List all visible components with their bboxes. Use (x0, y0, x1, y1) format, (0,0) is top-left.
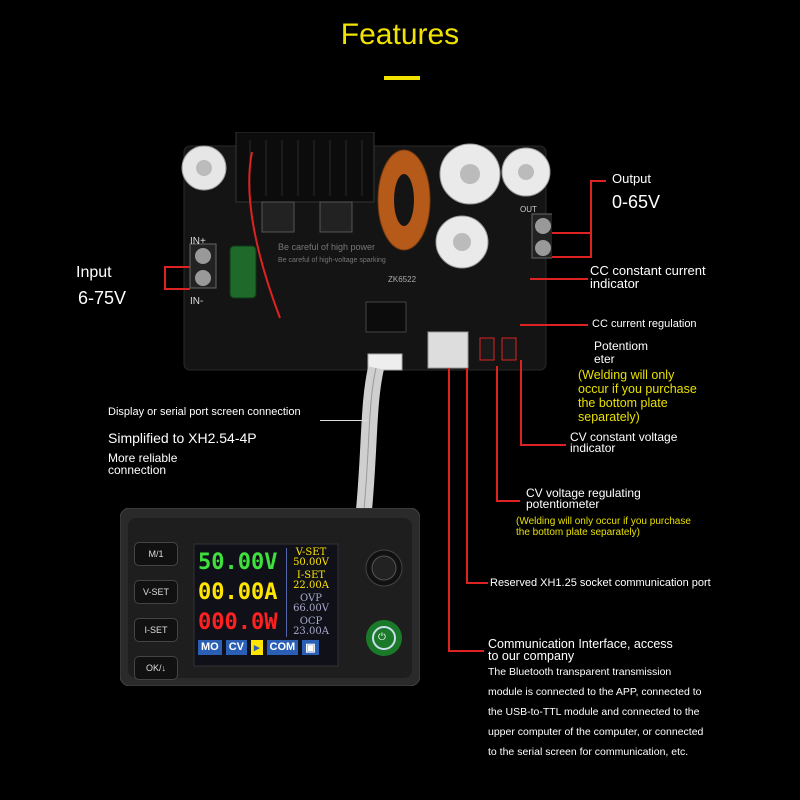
potentiometer-line2: eter (594, 352, 615, 366)
lead-output-vert (590, 180, 592, 258)
reliable-line2: connection (108, 463, 167, 477)
cv-pot-line1: CV voltage regulating (526, 486, 641, 500)
title-underline (384, 76, 420, 80)
cv-indicator-line2: indicator (570, 441, 616, 455)
desc-line2: module is connected to the APP, connecte… (488, 686, 702, 698)
iset-label: I-SET (296, 570, 326, 581)
cc-indicator-label: CC constant current indicator (590, 264, 706, 290)
comm-line2: to our company (488, 649, 575, 663)
reserved-label: Reserved XH1.25 socket communication por… (490, 577, 711, 589)
in-plus-label: IN+ (190, 236, 206, 247)
board-warning-2: Be careful of high-voltage sparking (278, 257, 386, 264)
desc-line5: to the serial screen for communication, … (488, 746, 689, 758)
lead-reserved-v (466, 368, 468, 582)
lead-output-h (590, 180, 606, 182)
board-warning-1: Be careful of high power (278, 242, 375, 252)
lead-comm-h (448, 650, 484, 652)
iset-value: 22.00A (293, 580, 329, 591)
lead-display-conn (320, 420, 368, 421)
potentiometer-label: Potentiom eter (594, 340, 648, 366)
lead-comm-v (448, 368, 450, 650)
ovp-label: OVP (300, 593, 322, 604)
voltage-reading: 50.00V (198, 550, 278, 575)
desc-line1: The Bluetooth transparent transmission (488, 666, 672, 678)
display-conn-label: Display or serial port screen connection (108, 406, 301, 418)
lead-output-bottom (552, 256, 592, 258)
cv-indicator-line1: CV constant voltage (570, 430, 678, 444)
potentiometer-line1: Potentiom (594, 339, 649, 353)
comm-description: The Bluetooth transparent transmission m… (488, 662, 788, 762)
welding-note: (Welding will only occur if you purchase… (578, 368, 697, 424)
welding-note-line3: the bottom plate (578, 396, 668, 410)
welding-note-b: (Welding will only occur if you purchase… (516, 516, 691, 538)
input-label: Input (76, 264, 112, 281)
cc-indicator-line1: CC constant current (590, 263, 706, 278)
lead-cv-indicator-v (520, 360, 522, 444)
lead-input-vert (164, 266, 166, 290)
input-range: 6-75V (78, 288, 127, 308)
ok-button[interactable]: OK/↓ (134, 656, 178, 680)
desc-line4: upper computer of the computer, or conne… (488, 726, 704, 738)
cc-regulation-label: CC current regulation (592, 318, 697, 330)
desc-line3: the USB-to-TTL module and connected to t… (488, 706, 700, 718)
status-mo: MO (198, 640, 222, 655)
lead-cv-pot-v (496, 366, 498, 500)
simplified-label: Simplified to XH2.54-4P (108, 430, 257, 446)
welding-note-b-line2: the bottom plate separately) (516, 527, 640, 538)
module-body (120, 508, 420, 686)
vset-label: V-SET (295, 547, 327, 558)
output-label: Output (612, 171, 652, 186)
welding-note-line2: occur if you purchase (578, 382, 697, 396)
status-cv: CV (225, 640, 248, 655)
ocp-label: OCP (299, 616, 323, 627)
power-reading: 000.0W (198, 610, 278, 635)
lead-cv-indicator-h (520, 444, 566, 446)
lead-cc-indicator (530, 278, 588, 280)
cv-pot-line2: potentiometer (526, 497, 600, 511)
welding-note-line1: (Welding will only (578, 368, 675, 382)
output-range: 0-65V (612, 192, 661, 212)
lead-input-bottom (164, 288, 190, 290)
welding-note-line4: separately) (578, 410, 640, 424)
speaker-icon: ▸ (251, 640, 263, 655)
lead-cc-regulation (520, 324, 588, 326)
board-model: ZK6522 (388, 275, 417, 284)
in-minus-label: IN- (190, 296, 203, 307)
m1-button[interactable]: M/1 (134, 542, 178, 566)
ribbon-cable (356, 366, 384, 511)
pcb-board: IN+ IN- OUT Be careful of high power Be … (181, 132, 552, 371)
iset-button[interactable]: I-SET (134, 618, 178, 642)
lead-cv-pot-h (496, 500, 520, 502)
vset-value: 50.00V (293, 557, 329, 568)
page-title: Features (340, 18, 460, 51)
lock-icon: ▣ (302, 640, 319, 655)
ovp-value: 66.00V (293, 603, 329, 614)
ocp-value: 23.00A (293, 626, 329, 637)
reliable-line1: More reliable (108, 451, 178, 465)
comm-line1: Communication Interface, access (488, 637, 673, 651)
vset-button[interactable]: V-SET (134, 580, 178, 604)
comm-label: Communication Interface, access to our c… (488, 637, 673, 663)
out-label: OUT (520, 205, 537, 214)
status-com: COM (266, 640, 299, 655)
cv-indicator-label: CV constant voltage indicator (570, 430, 678, 455)
lead-output-top (552, 232, 592, 234)
side-buttons: M/1 V-SET I-SET OK/↓ (134, 542, 178, 680)
display-module: M/1 V-SET I-SET OK/↓ 50.00V 00.00A 000.0… (120, 508, 420, 686)
cv-pot-label: CV voltage regulating potentiometer (526, 486, 641, 511)
reliable-label: More reliable connection (108, 452, 177, 476)
lead-reserved-h (466, 582, 488, 584)
welding-note-b-line1: (Welding will only occur if you purchase (516, 516, 691, 527)
lead-input-top (164, 266, 190, 268)
power-icon: ⏻ (378, 632, 386, 643)
current-reading: 00.00A (198, 580, 278, 605)
cc-indicator-line2: indicator (590, 276, 640, 291)
